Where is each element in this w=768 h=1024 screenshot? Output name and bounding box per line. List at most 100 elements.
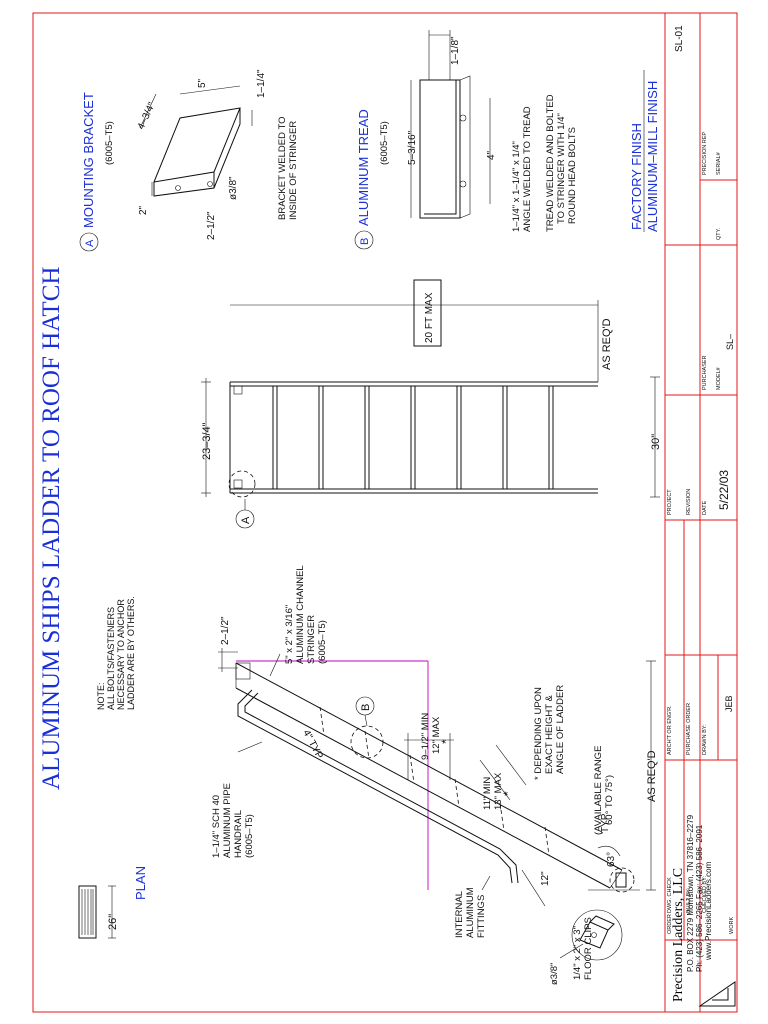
tb-precision-rep: PRECISION REP [702, 132, 708, 175]
max-height-box [413, 279, 442, 347]
svg-text:STRINGER: STRINGER [306, 615, 317, 664]
svg-text:11" MIN: 11" MIN [482, 777, 493, 810]
front-treads [272, 386, 554, 489]
tb-drawn-by-value: JEB [724, 695, 734, 712]
detail-b-alloy: (6005–T5) [379, 121, 390, 165]
svg-text:ALUMINUM CHANNEL: ALUMINUM CHANNEL [295, 565, 306, 664]
tb-built-by: BUILT BY: [686, 887, 692, 913]
svg-text:(6005–T5): (6005–T5) [317, 620, 328, 664]
finish-line-2: ALUMINUM–MILL FINISH [645, 81, 660, 232]
floor-clip-label: 1/4" x 2" x 3" [572, 926, 583, 980]
tb-order: ORDER [667, 914, 673, 934]
angle-range-note: (AVAILABLE RANGE 60° TO 75°) [593, 746, 615, 835]
tread-angle-note: 1–1/4" x 1–1/4" x 1/4" ANGLE WELDED TO T… [511, 106, 533, 232]
plan-label: PLAN [133, 866, 148, 900]
tb-archt: ARCH'T OR ENG'R. [667, 705, 673, 755]
svg-text:5" x 2" x 3/16": 5" x 2" x 3/16" [284, 605, 295, 664]
fittings-callout: INTERNAL ALUMINUM FITTINGS [454, 887, 487, 938]
ladder-angle: 63° [606, 852, 617, 867]
tb-serial: SERIAL# [716, 151, 722, 175]
svg-text:12" MAX: 12" MAX [431, 716, 442, 754]
note-line: NECESSARY TO ANCHOR [116, 599, 126, 710]
plan-outline [78, 885, 97, 939]
plan-width-dim: 26" [107, 914, 119, 930]
bracket-dim-2-1-2: 2–1/2" [206, 211, 217, 240]
svg-text:ANGLE OF LADDER: ANGLE OF LADDER [555, 685, 566, 774]
tread-dim-5-3-16: 5–3/16" [407, 130, 418, 165]
svg-text:* DEPENDING UPON: * DEPENDING UPON [533, 687, 544, 780]
tb-model: MODEL# [716, 366, 722, 390]
tb-revision: REVISION [686, 489, 692, 515]
tb-checked-by: CHECKED BY: [702, 876, 708, 913]
detail-b-aluminum-tread: B ALUMINUM TREAD (6005–T5) 1–1/8" 5–3/16… [354, 30, 578, 250]
svg-text:1–1/4" SCH 40: 1–1/4" SCH 40 [211, 795, 222, 858]
sheet-border [32, 12, 738, 1013]
svg-text:www.PrecisionLadders.com: www.PrecisionLadders.com [704, 861, 713, 961]
svg-text:ROUND HEAD BOLTS: ROUND HEAD BOLTS [567, 127, 578, 224]
svg-text:HANDRAIL: HANDRAIL [233, 810, 244, 858]
handrail [237, 689, 513, 884]
detail-b-marker: B [359, 238, 371, 245]
drawing-title: ALUMINUM SHIPS LADDER TO ROOF HATCH [38, 267, 65, 790]
note-line: NOTE: [96, 682, 106, 710]
detail-a-callout-letter: A [240, 516, 252, 524]
svg-text:EXACT HEIGHT &: EXACT HEIGHT & [544, 695, 555, 774]
side-run-dim: AS REQ'D [646, 750, 658, 802]
tread-lines [319, 706, 550, 856]
tb-qty: QTY. [716, 227, 722, 240]
svg-text:(AVAILABLE RANGE: (AVAILABLE RANGE [593, 746, 604, 835]
tread-weld-note: TREAD WELDED AND BOLTED TO STRINGER WITH… [545, 94, 578, 232]
detail-a-marker: A [84, 239, 96, 247]
svg-text:(6005–T5): (6005–T5) [244, 814, 255, 858]
detail-b-title: ALUMINUM TREAD [356, 109, 371, 226]
bracket-dim-4-3-4: 4–3/4" [136, 100, 158, 131]
tb-purchase-order: PURCHASE ORDER [686, 703, 692, 755]
tread-dim-4: 4" [486, 150, 497, 160]
svg-text:60° TO 75°): 60° TO 75°) [604, 775, 615, 825]
detail-a-mounting-bracket: A MOUNTING BRACKET (6005–T5) 5" 4–3/4" 1… [79, 69, 299, 252]
svg-text:1–1/4" x 1–1/4" x 1/4": 1–1/4" x 1–1/4" x 1/4" [511, 141, 522, 232]
company-contact: P.O. BOX 2279 Morristown, TN 37816–2279 … [686, 814, 713, 972]
company-name: Precision Ladders, LLC [671, 868, 686, 1002]
bracket-dim-5: 5" [197, 78, 208, 88]
svg-text:*: * [501, 791, 515, 796]
title-block: Precision Ladders, LLC P.O. BOX 2279 Mor… [664, 13, 737, 1012]
tb-model-value: SL– [725, 334, 735, 350]
bracket-note: BRACKET WELDED TO INSIDE OF STRINGER [277, 117, 299, 220]
bracket-dim-2: 2" [138, 205, 149, 215]
note-line: ALL BOLTS/FASTENERS [106, 607, 116, 710]
front-overall-dim: 30" [650, 434, 662, 450]
front-height-dim: AS REQ'D [601, 318, 613, 370]
tb-project: PROJECT [667, 489, 673, 515]
riser-dim: 9–1/2" MIN 12" MAX * [420, 713, 453, 760]
svg-text:BRACKET WELDED TO: BRACKET WELDED TO [277, 117, 288, 220]
tb-date: DATE [702, 500, 708, 515]
floor-clip-label: FLOOR CLIPS [583, 917, 594, 980]
svg-text:FITTINGS: FITTINGS [476, 895, 487, 938]
detail-b-callout-letter: B [360, 704, 372, 711]
svg-text:Ph: (423) 586–2265 Fax: (423): Ph: (423) 586–2265 Fax: (423) 586–2091 [695, 824, 704, 972]
svg-text:TO STRINGER WITH 1/4": TO STRINGER WITH 1/4" [556, 113, 567, 224]
svg-text:ALUMINUM PIPE: ALUMINUM PIPE [222, 783, 233, 858]
front-view: A 23–3/4" 30" AS REQ'D 20 FT MAX [201, 279, 662, 529]
svg-text:ALUMINUM: ALUMINUM [465, 887, 476, 938]
tb-dwg-check: DWG. CHECK [667, 877, 673, 913]
side-view: 2–1/2" 5" x 2" x 3/16" ALUMINUM CHANNEL … [211, 565, 658, 985]
bracket-hole-dim: ø3/8" [228, 176, 239, 200]
plan-view: 26" PLAN [78, 866, 148, 939]
svg-text:TREAD WELDED AND BOLTED: TREAD WELDED AND BOLTED [545, 94, 556, 232]
floor-clip [615, 872, 627, 888]
note-line: LADDER ARE BY OTHERS. [126, 596, 136, 710]
tb-date-value: 5/22/03 [717, 470, 731, 510]
svg-text:9–1/2" MIN: 9–1/2" MIN [420, 713, 431, 760]
tread-dim-1-1-8: 1–1/8" [450, 36, 461, 65]
bottom-offset-dim: 12" [540, 871, 551, 886]
floor-clip-detail: ø3/8" 1/4" x 2" x 3" FLOOR CLIPS [549, 909, 623, 985]
tb-purchaser: PURCHASER [702, 355, 708, 390]
svg-text:13" MAX: 13" MAX [493, 772, 504, 810]
svg-text:*: * [439, 739, 453, 744]
svg-text:INSIDE OF STRINGER: INSIDE OF STRINGER [288, 121, 299, 220]
company-logo [698, 981, 736, 1007]
tb-drawn-by: DRAWN BY: [702, 724, 708, 755]
detail-a-title: MOUNTING BRACKET [81, 92, 96, 228]
